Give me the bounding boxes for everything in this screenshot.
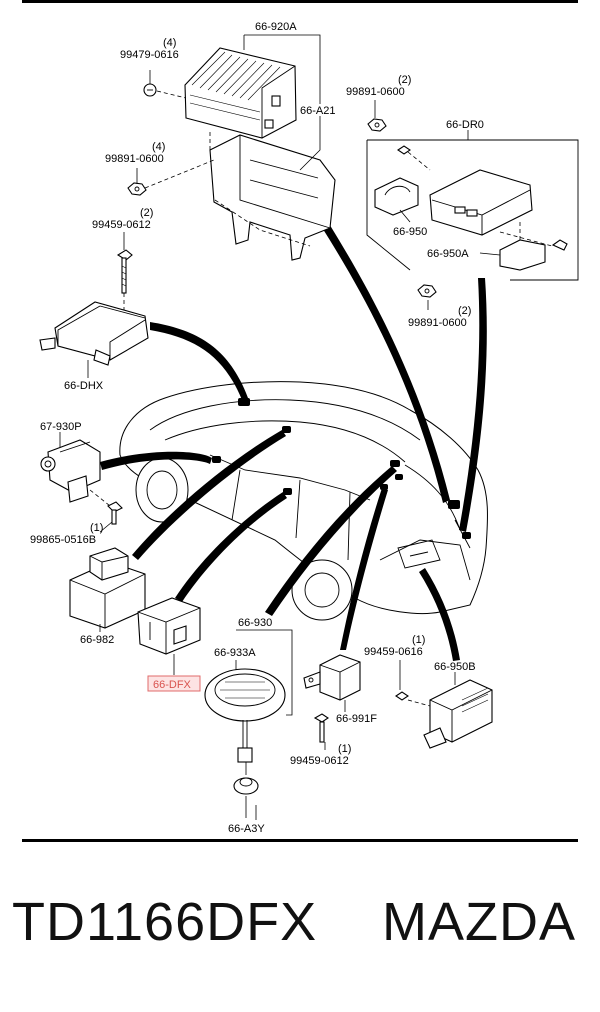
lamp-66-933A <box>204 668 286 818</box>
fastener-nut-left <box>127 182 147 196</box>
label-99459-0612-b: 99459-0612 <box>290 755 349 767</box>
caption-part-number: TD1166DFX <box>12 892 318 952</box>
label-66-982: 66-982 <box>80 634 114 646</box>
bottom-rule <box>22 839 578 842</box>
caption-brand: MAZDA <box>382 892 576 952</box>
qty-99891-0600-c: (2) <box>458 305 471 317</box>
label-66-A3Y: 66-A3Y <box>228 823 265 835</box>
qty-99459-0616: (1) <box>412 634 425 646</box>
label-99479-0616: 99479-0616 <box>120 49 179 61</box>
label-66-DFX: 66-DFX <box>153 679 192 691</box>
vehicle-outline <box>119 381 489 621</box>
relay-66-982 <box>69 547 146 629</box>
leader-lines <box>59 34 501 820</box>
connector-bands <box>100 222 487 661</box>
unit-66-991F <box>303 654 361 743</box>
qty-99459-0612-a: (2) <box>140 207 153 219</box>
qty-99891-0600-a: (4) <box>152 141 165 153</box>
module-66-950B <box>395 679 493 749</box>
label-66-933A: 66-933A <box>214 647 256 659</box>
sensor-67-930P <box>40 439 123 525</box>
top-rule <box>22 0 578 3</box>
label-66-950A: 66-950A <box>427 248 469 260</box>
qty-99891-0600-b: (2) <box>398 74 411 86</box>
label-66-DR0: 66-DR0 <box>446 119 484 131</box>
parts-diagram: 66-920A 66-A21 (4) 99479-0616 (4) 99891-… <box>22 0 579 842</box>
label-99891-0600-c: 99891-0600 <box>408 317 467 329</box>
highlight-box <box>147 675 201 692</box>
part-labels: 66-920A 66-A21 (4) 99479-0616 (4) 99891-… <box>30 21 484 835</box>
label-66-920A: 66-920A <box>255 21 297 33</box>
switch-66-DFX <box>137 597 201 655</box>
fastener-nut-top-right <box>367 118 387 132</box>
label-67-930P: 67-930P <box>40 421 82 433</box>
label-99459-0612-a: 99459-0612 <box>92 219 151 231</box>
amplifier-66-920A <box>143 47 297 139</box>
label-66-950: 66-950 <box>393 226 427 238</box>
label-99459-0616: 99459-0616 <box>364 646 423 658</box>
label-99865-0516B: 99865-0516B <box>30 534 96 546</box>
label-66-A21: 66-A21 <box>300 105 335 117</box>
qty-99479-0616: (4) <box>163 37 176 49</box>
fastener-bolt-left <box>116 249 133 294</box>
qty-99459-0612-b: (1) <box>338 743 351 755</box>
qty-99865-0516B: (1) <box>90 522 103 534</box>
label-66-DHX: 66-DHX <box>64 380 104 392</box>
label-99891-0600-b: 99891-0600 <box>346 86 405 98</box>
assembly-66-DR0 <box>366 139 579 298</box>
bracket-66-A21 <box>144 130 336 261</box>
label-99891-0600-a: 99891-0600 <box>105 153 164 165</box>
module-66-DHX <box>39 293 149 366</box>
label-66-950B: 66-950B <box>434 661 476 673</box>
label-66-991F: 66-991F <box>336 713 377 725</box>
label-66-930: 66-930 <box>238 617 272 629</box>
